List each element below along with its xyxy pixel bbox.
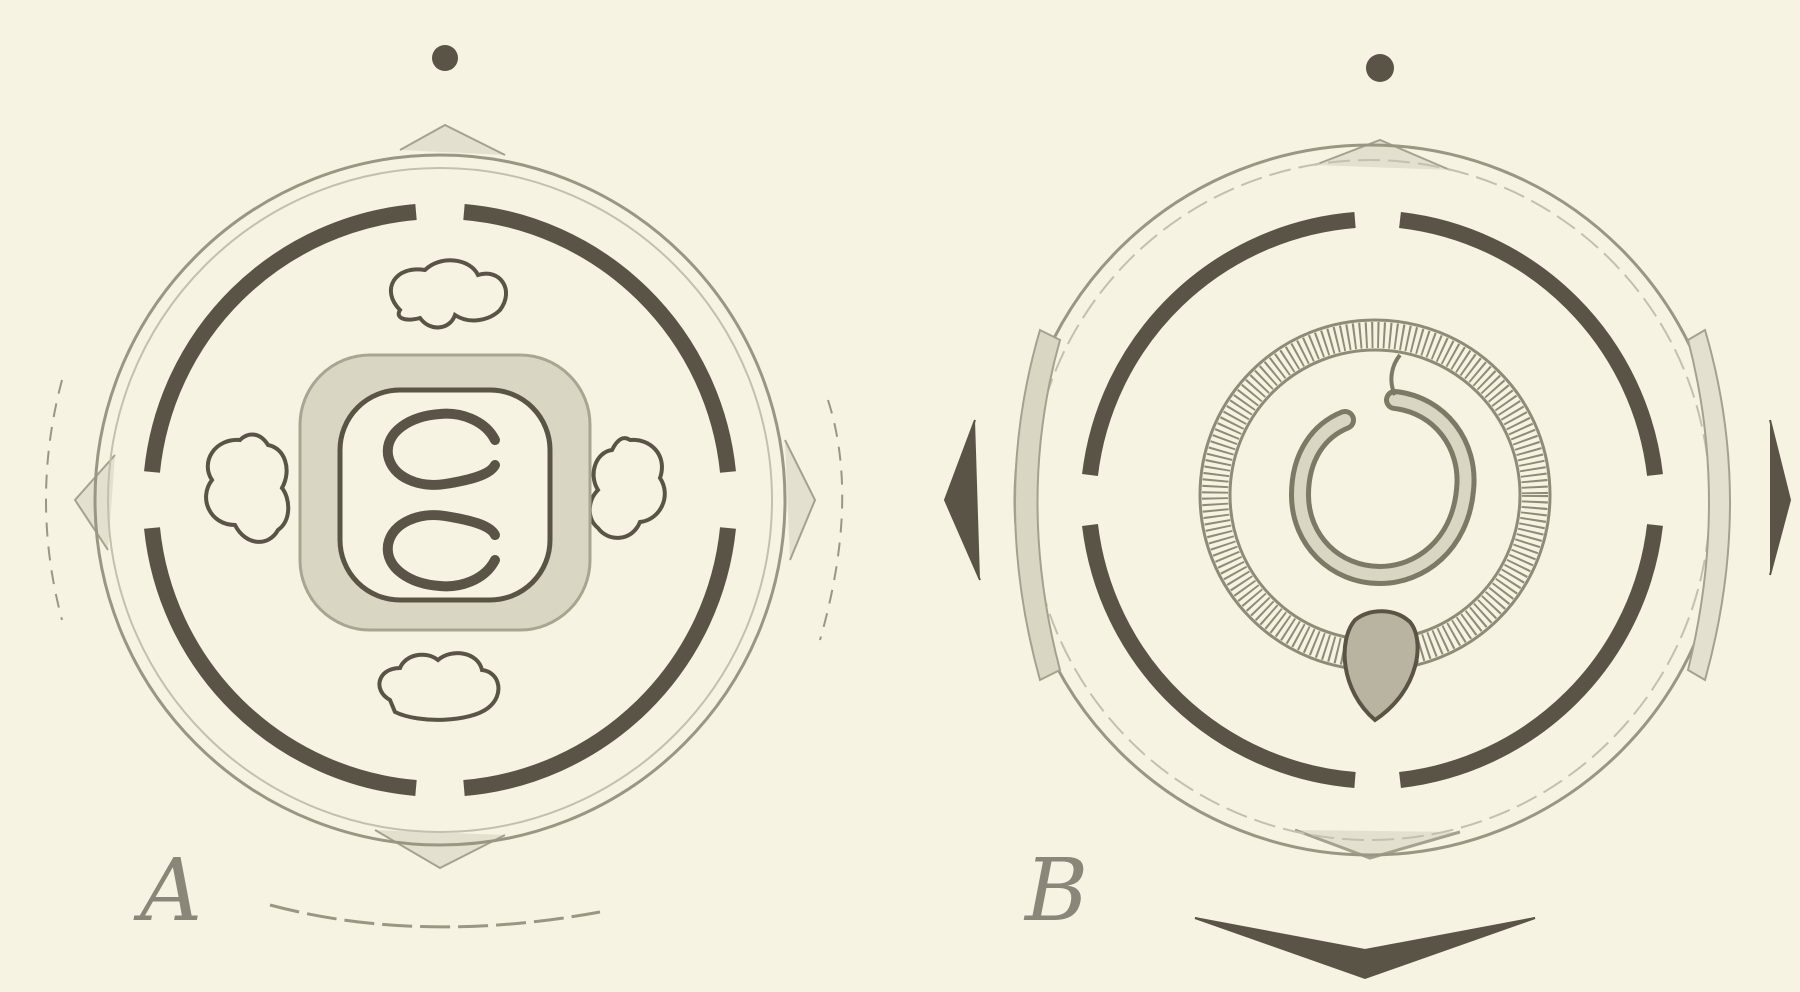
axis-dot-b bbox=[1366, 54, 1394, 82]
panel-label-a: A bbox=[140, 848, 202, 934]
upper-bract-a bbox=[400, 125, 505, 155]
calyx-inner-outline-b bbox=[1030, 160, 1710, 840]
sepal-band-right-b bbox=[1688, 330, 1730, 680]
left-dashed-arc-a bbox=[46, 380, 62, 620]
ovary-inner-a bbox=[340, 390, 550, 600]
right-bract-a bbox=[785, 440, 815, 560]
axis-dot-a bbox=[432, 45, 458, 71]
right-bract-b bbox=[1770, 420, 1790, 575]
left-bract-b bbox=[945, 420, 980, 580]
striated-ring-b bbox=[1215, 335, 1535, 655]
stamen-right-a bbox=[590, 438, 665, 538]
sepal-band-left-b bbox=[1015, 330, 1060, 680]
striated-ring-inner-b bbox=[1230, 350, 1520, 640]
panel-a bbox=[46, 45, 842, 927]
embryo-coil-inner-b bbox=[1300, 400, 1466, 575]
lower-bract-a bbox=[375, 830, 505, 868]
right-dashed-arc-a bbox=[820, 400, 842, 640]
bottom-bract-b bbox=[1195, 918, 1535, 978]
seed-drop-b bbox=[1345, 611, 1418, 720]
panel-label-b: B bbox=[1025, 848, 1088, 934]
bottom-dashed-arc-a bbox=[270, 905, 600, 927]
calyx-outline-b bbox=[1015, 145, 1725, 855]
stamen-top-a bbox=[391, 260, 506, 327]
panel-b bbox=[945, 54, 1790, 978]
stamen-bottom-a bbox=[379, 653, 498, 720]
stamen-left-a bbox=[206, 435, 288, 542]
embryo-tip-b bbox=[1391, 355, 1400, 395]
